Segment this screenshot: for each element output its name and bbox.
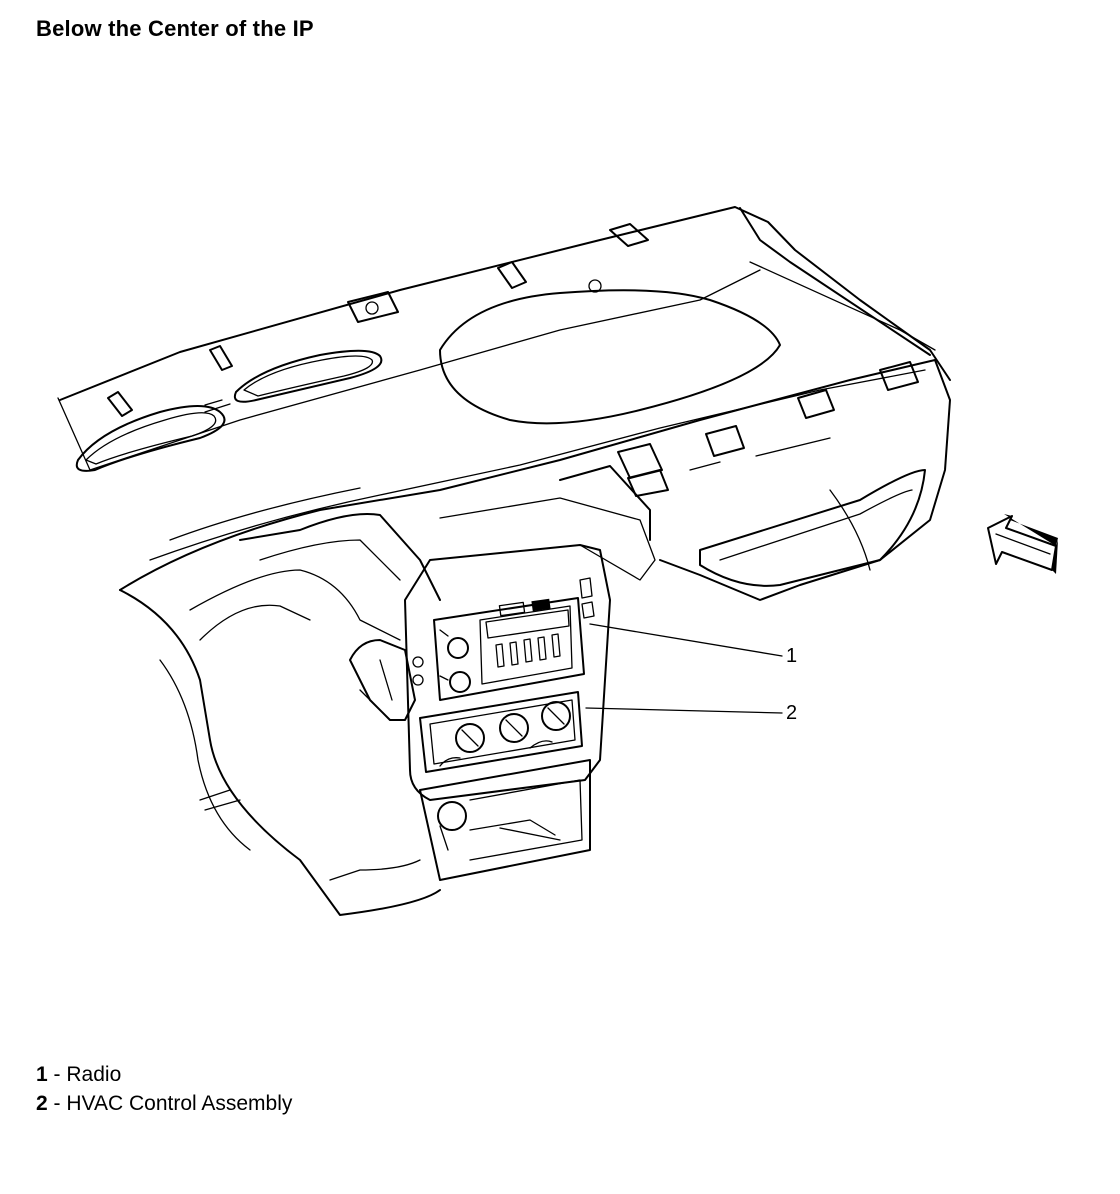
display-opening xyxy=(439,289,781,425)
legend-number: 1 xyxy=(36,1063,48,1086)
hvac-control-unit xyxy=(419,691,583,773)
diagram-title: Below the Center of the IP xyxy=(36,16,314,41)
ip-fascia xyxy=(119,359,951,601)
vent-outlet-2 xyxy=(705,425,745,457)
vent-outlet-4 xyxy=(879,361,919,391)
legend-number: 2 xyxy=(36,1092,48,1115)
legend-item-radio: 1 - Radio xyxy=(36,1060,292,1089)
ip-top-surface xyxy=(59,206,951,401)
lower-console xyxy=(419,759,591,881)
defrost-vent-center xyxy=(234,349,383,403)
ip-left-side xyxy=(119,589,441,916)
legend-separator: - xyxy=(53,1092,61,1115)
callout-2-leader xyxy=(585,707,783,714)
legend-item-hvac: 2 - HVAC Control Assembly xyxy=(36,1089,292,1118)
callout-number-1: 1 xyxy=(786,645,798,667)
vent-outlet-1 xyxy=(617,443,663,479)
arrow-view-direction-icon xyxy=(987,514,1058,574)
glovebox-opening xyxy=(699,469,926,587)
legend-label: HVAC Control Assembly xyxy=(66,1092,293,1115)
callout-number-2: 2 xyxy=(786,702,798,724)
defrost-vent-left xyxy=(75,405,226,472)
vent-outlet-3 xyxy=(797,389,835,419)
radio-unit xyxy=(433,577,595,701)
callout-1-leader xyxy=(589,623,783,657)
legend-label: Radio xyxy=(66,1063,122,1086)
steering-column-bracket xyxy=(349,639,416,721)
legend: 1 - Radio 2 - HVAC Control Assembly xyxy=(36,1060,292,1118)
legend-separator: - xyxy=(53,1063,61,1086)
